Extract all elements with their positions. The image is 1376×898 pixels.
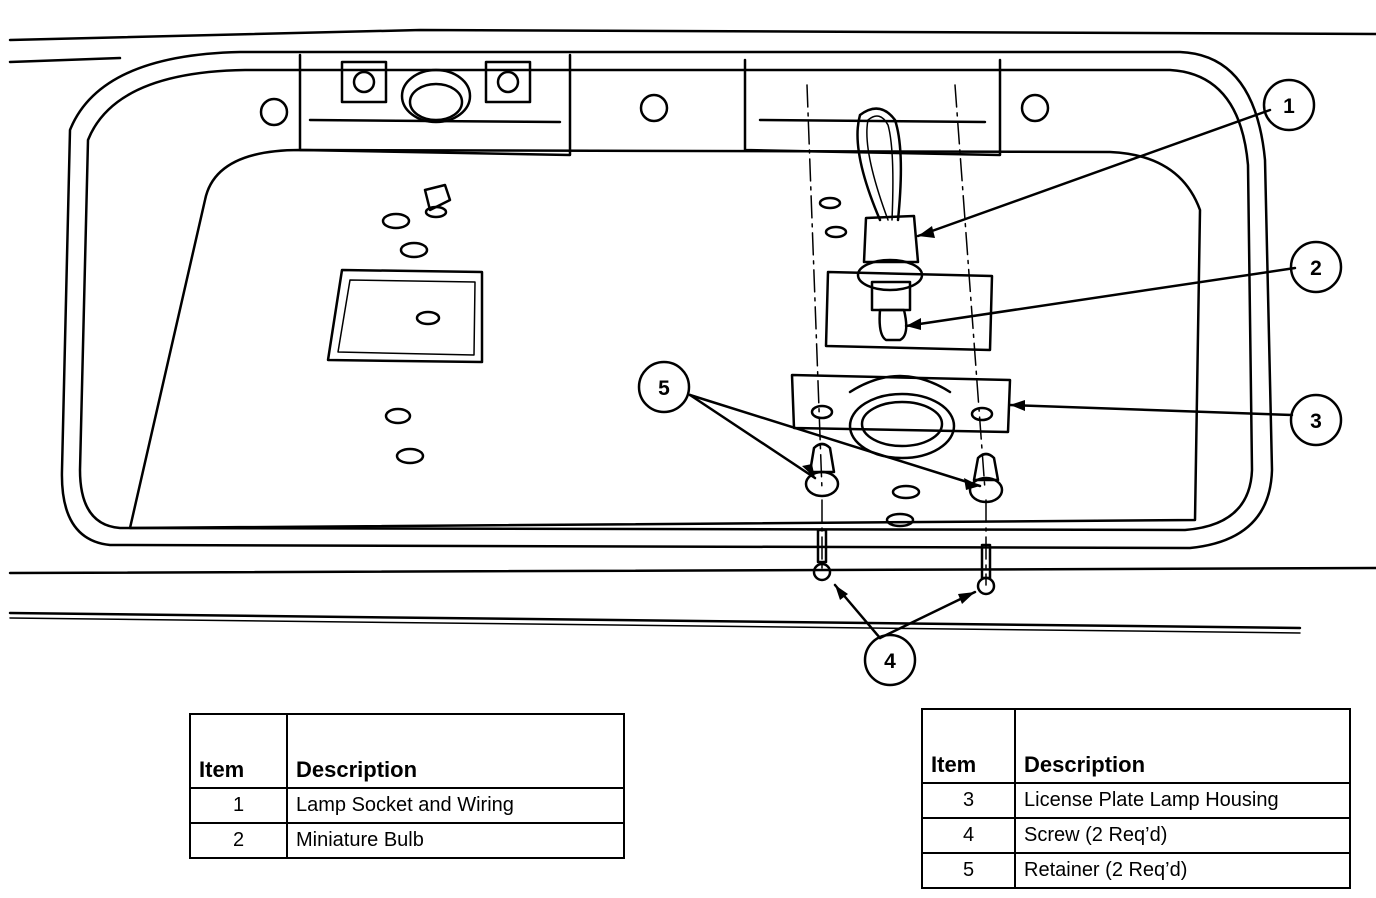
lamp-socket xyxy=(862,214,920,264)
bezel-outer xyxy=(60,50,1274,550)
callout-4: 4 xyxy=(884,650,896,673)
lamp-housing xyxy=(790,373,1012,434)
item-header: Item xyxy=(921,708,1016,784)
description-header: Description xyxy=(1014,708,1351,784)
table-header-row: Item Description xyxy=(189,713,625,789)
retainer-right xyxy=(972,452,1000,482)
retainer-left xyxy=(808,442,836,474)
table-row: 3 License Plate Lamp Housing xyxy=(921,782,1351,819)
item-description: Miniature Bulb xyxy=(286,822,625,859)
item-number: 2 xyxy=(189,822,288,859)
item-description: License Plate Lamp Housing xyxy=(1014,782,1351,819)
bezel-inner xyxy=(78,68,1254,532)
table-row: 5 Retainer (2 Req’d) xyxy=(921,852,1351,889)
item-number: 5 xyxy=(921,852,1016,889)
miniature-bulb xyxy=(878,308,908,342)
item-description: Lamp Socket and Wiring xyxy=(286,787,625,824)
item-description: Retainer (2 Req’d) xyxy=(1014,852,1351,889)
item-number: 1 xyxy=(189,787,288,824)
item-header: Item xyxy=(189,713,288,789)
table-header-row: Item Description xyxy=(921,708,1351,784)
table-row: 1 Lamp Socket and Wiring xyxy=(189,787,625,824)
table-row: 4 Screw (2 Req’d) xyxy=(921,817,1351,854)
item-description: Screw (2 Req’d) xyxy=(1014,817,1351,854)
item-number: 4 xyxy=(921,817,1016,854)
item-number: 3 xyxy=(921,782,1016,819)
parts-table-left: Item Description 1 Lamp Socket and Wirin… xyxy=(189,713,625,859)
parts-table-right: Item Description 3 License Plate Lamp Ho… xyxy=(921,708,1351,889)
callout-1: 1 xyxy=(1283,95,1295,118)
description-header: Description xyxy=(286,713,625,789)
recess xyxy=(128,148,1202,530)
screw-left xyxy=(816,528,828,564)
callout-5: 5 xyxy=(658,377,670,400)
callout-2: 2 xyxy=(1310,257,1322,280)
callout-3: 3 xyxy=(1310,410,1322,433)
table-row: 2 Miniature Bulb xyxy=(189,822,625,859)
